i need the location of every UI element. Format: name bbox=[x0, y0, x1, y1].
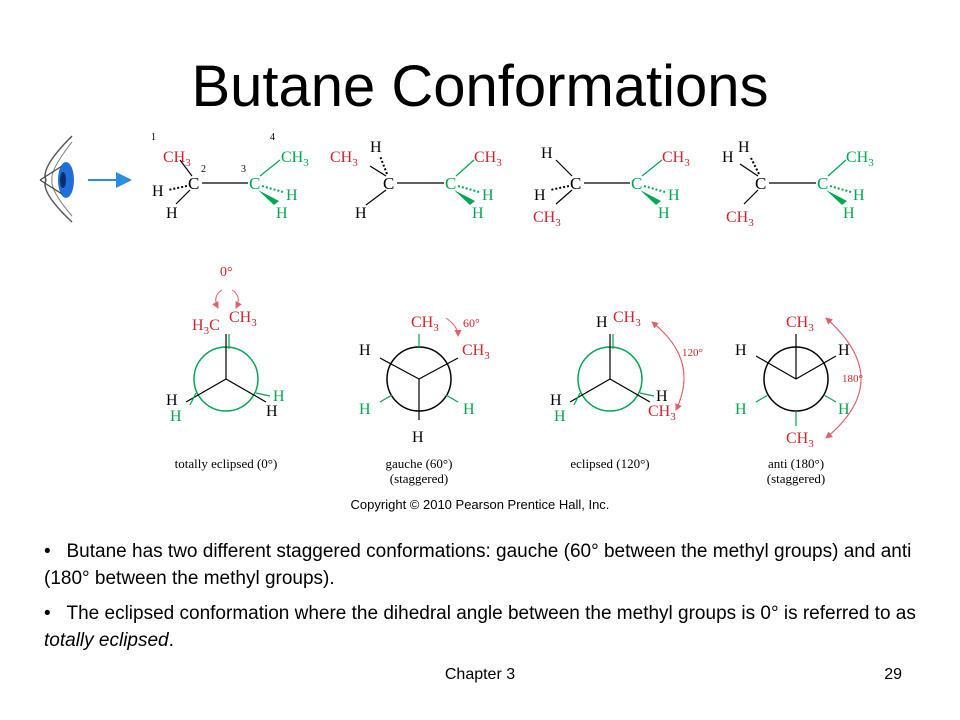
copyright-notice: Copyright © 2010 Pearson Prentice Hall, … bbox=[350, 497, 610, 512]
angle-label-120: 120° bbox=[682, 347, 703, 359]
svg-text:H: H bbox=[166, 392, 178, 409]
svg-text:H: H bbox=[722, 149, 734, 166]
svg-text:CH3: CH3 bbox=[229, 309, 257, 329]
svg-text:H: H bbox=[853, 187, 865, 204]
svg-text:H: H bbox=[838, 342, 850, 359]
caption-anti: anti (180°) bbox=[768, 456, 824, 471]
svg-text:H: H bbox=[463, 401, 475, 418]
svg-text:C: C bbox=[631, 174, 642, 193]
svg-text:H: H bbox=[668, 187, 680, 204]
svg-text:H: H bbox=[738, 139, 750, 156]
svg-text:CH3: CH3 bbox=[786, 314, 814, 334]
svg-text:C: C bbox=[383, 174, 394, 193]
svg-text:CH3: CH3 bbox=[474, 149, 502, 169]
bullet-item: • Butane has two different staggered con… bbox=[44, 541, 912, 589]
svg-text:H: H bbox=[735, 401, 747, 418]
svg-text:H: H bbox=[554, 408, 566, 425]
svg-text:C: C bbox=[570, 174, 581, 193]
page-number: 29 bbox=[884, 666, 902, 683]
svg-text:CH3: CH3 bbox=[281, 149, 309, 169]
slide-title: Butane Conformations bbox=[191, 54, 769, 119]
svg-text:CH3: CH3 bbox=[726, 209, 754, 229]
svg-text:H: H bbox=[482, 187, 494, 204]
svg-text:C: C bbox=[817, 174, 828, 193]
svg-text:H: H bbox=[273, 388, 285, 405]
svg-text:CH3: CH3 bbox=[846, 149, 874, 169]
svg-text:CH3: CH3 bbox=[462, 342, 490, 362]
angle-label-180: 180° bbox=[842, 373, 863, 385]
svg-text:CH3: CH3 bbox=[662, 149, 690, 169]
svg-text:H: H bbox=[276, 205, 288, 222]
sawhorse-totally-eclipsed: 1 2 3 4 CH3 H H C C CH3 H H bbox=[151, 132, 309, 222]
caption-gauche-sub: (staggered) bbox=[390, 471, 448, 486]
svg-text:C: C bbox=[249, 174, 260, 193]
svg-text:H: H bbox=[656, 388, 668, 405]
bullet-item: • The eclipsed conformation where the di… bbox=[44, 603, 916, 651]
svg-text:H: H bbox=[359, 401, 371, 418]
svg-text:H: H bbox=[412, 429, 424, 446]
newman-gauche: CH3 H CH3 H H H 60° bbox=[359, 314, 490, 446]
svg-text:H: H bbox=[843, 205, 855, 222]
newman-totally-eclipsed: H3C CH3 H H H H 0° bbox=[166, 265, 285, 425]
caption-anti-sub: (staggered) bbox=[767, 471, 825, 486]
svg-text:H: H bbox=[355, 205, 367, 222]
svg-text:H3C: H3C bbox=[192, 317, 220, 337]
caption-gauche: gauche (60°) bbox=[386, 456, 453, 471]
newman-eclipsed: H CH3 H H H CH3 120° bbox=[550, 309, 703, 425]
svg-text:H: H bbox=[550, 392, 562, 409]
svg-text:H: H bbox=[286, 187, 298, 204]
atom-number-3: 3 bbox=[241, 164, 246, 175]
sawhorse-eclipsed: H H CH3 C C CH3 H H bbox=[533, 145, 690, 229]
bullet-text-end: . bbox=[168, 630, 174, 651]
svg-text:H: H bbox=[359, 342, 371, 359]
svg-text:CH3: CH3 bbox=[411, 314, 439, 334]
caption-totally-eclipsed: totally eclipsed (0°) bbox=[175, 456, 278, 471]
caption-eclipsed: eclipsed (120°) bbox=[570, 456, 649, 471]
svg-text:H: H bbox=[838, 401, 850, 418]
eye-icon bbox=[39, 135, 74, 223]
svg-text:C: C bbox=[445, 174, 456, 193]
bullet-text: The eclipsed conformation where the dihe… bbox=[66, 603, 916, 624]
svg-text:H: H bbox=[596, 314, 608, 331]
svg-text:H: H bbox=[170, 408, 182, 425]
svg-text:H: H bbox=[735, 342, 747, 359]
svg-text:H: H bbox=[472, 205, 484, 222]
svg-text:H: H bbox=[166, 205, 178, 222]
svg-text:CH3: CH3 bbox=[786, 430, 814, 450]
sawhorse-anti: H H CH3 C C CH3 H H bbox=[722, 139, 874, 229]
svg-text:CH3: CH3 bbox=[613, 309, 641, 329]
atom-number-1: 1 bbox=[151, 132, 156, 143]
angle-label-0: 0° bbox=[220, 265, 233, 280]
bullet-list: • Butane has two different staggered con… bbox=[44, 538, 924, 662]
atom-number-2: 2 bbox=[201, 164, 206, 175]
svg-text:C: C bbox=[188, 174, 199, 193]
angle-label-60: 60° bbox=[463, 316, 480, 330]
footer-chapter: Chapter 3 bbox=[444, 666, 516, 683]
atom-number-4: 4 bbox=[270, 132, 275, 143]
bullet-text: Butane has two different staggered confo… bbox=[44, 541, 912, 589]
newman-anti: CH3 H H H H CH3 180° bbox=[735, 314, 863, 450]
svg-text:H: H bbox=[266, 403, 278, 420]
svg-text:CH3: CH3 bbox=[163, 149, 191, 169]
svg-text:CH3: CH3 bbox=[648, 403, 676, 423]
sawhorse-gauche: CH3 H H C C CH3 H H bbox=[330, 139, 502, 222]
svg-text:H: H bbox=[370, 139, 382, 156]
svg-text:H: H bbox=[541, 145, 553, 162]
svg-text:CH3: CH3 bbox=[533, 209, 561, 229]
svg-text:CH3: CH3 bbox=[330, 149, 358, 169]
svg-text:H: H bbox=[534, 187, 546, 204]
svg-text:H: H bbox=[658, 205, 670, 222]
bullet-emphasis: totally eclipsed bbox=[44, 630, 169, 651]
svg-text:H: H bbox=[152, 183, 164, 200]
svg-text:C: C bbox=[755, 174, 766, 193]
